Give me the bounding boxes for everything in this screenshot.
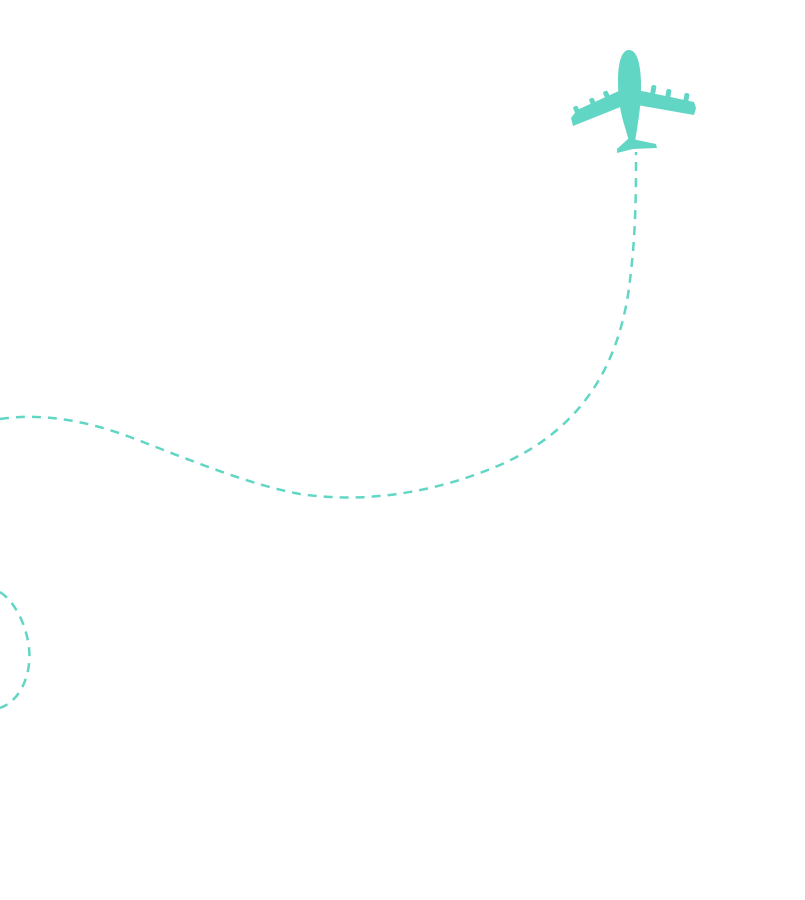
airplane-icon — [571, 50, 696, 153]
flight-path-loop — [0, 590, 31, 710]
flight-path-trail — [0, 151, 638, 499]
